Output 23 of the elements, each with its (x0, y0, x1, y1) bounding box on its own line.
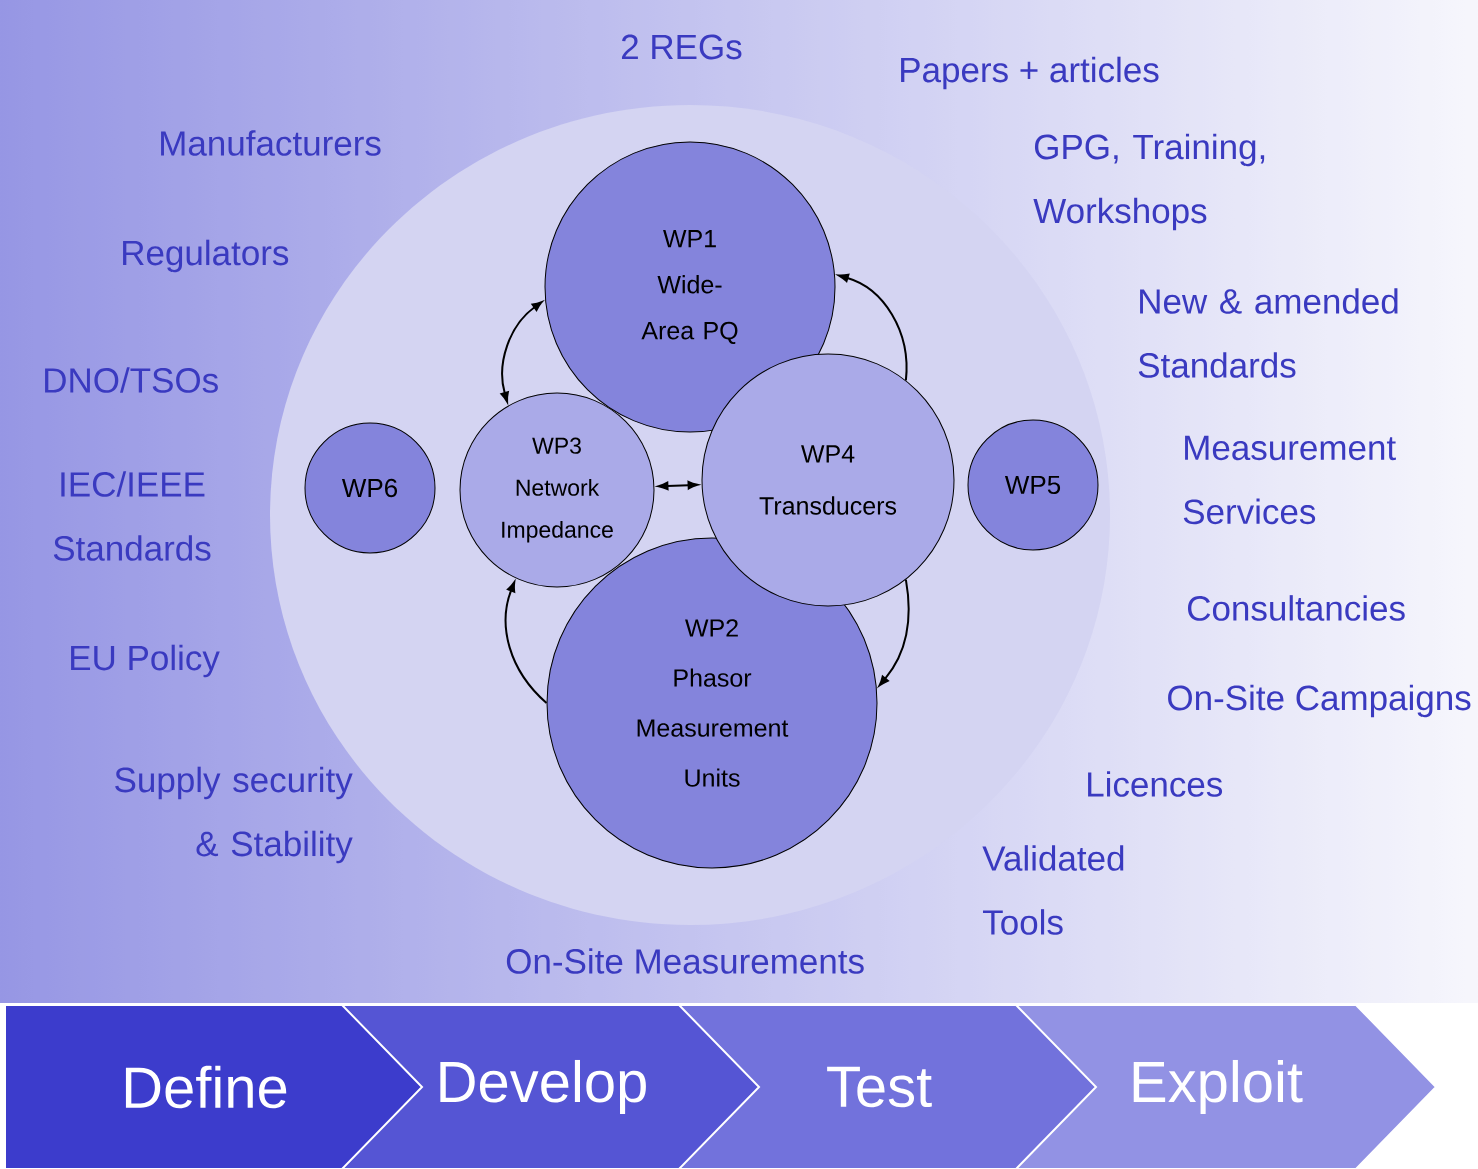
label: Measurement Services (1183, 435, 1396, 525)
label: Papers + articles (901, 56, 1159, 90)
label: GPG, Training, Workshops (1033, 133, 1265, 231)
label: DNO/TSOs (45, 367, 218, 393)
label: New & amended Standards (1138, 288, 1398, 378)
label: Consultancies (1188, 595, 1405, 621)
process-step: Exploit (1013, 1004, 1438, 1169)
arrow (504, 581, 548, 704)
label: Supply security & Stability (115, 766, 353, 864)
label: 2 REGs (621, 34, 742, 60)
label: Validated Tools (982, 845, 1124, 935)
label: On-Site Measurements (506, 948, 864, 974)
label: Licences (1088, 771, 1223, 797)
label: Manufacturers (161, 130, 381, 156)
arrow (878, 578, 910, 687)
arrow (657, 480, 699, 491)
label: IEC/IEEE Standards (53, 471, 211, 561)
label: EU Policy (71, 644, 220, 678)
label: On-Site Campaigns (1168, 684, 1471, 718)
label: Regulators (123, 239, 289, 273)
process-step: Test (676, 1004, 1101, 1169)
arrow (500, 301, 543, 403)
process-step: Develop (339, 1004, 764, 1169)
